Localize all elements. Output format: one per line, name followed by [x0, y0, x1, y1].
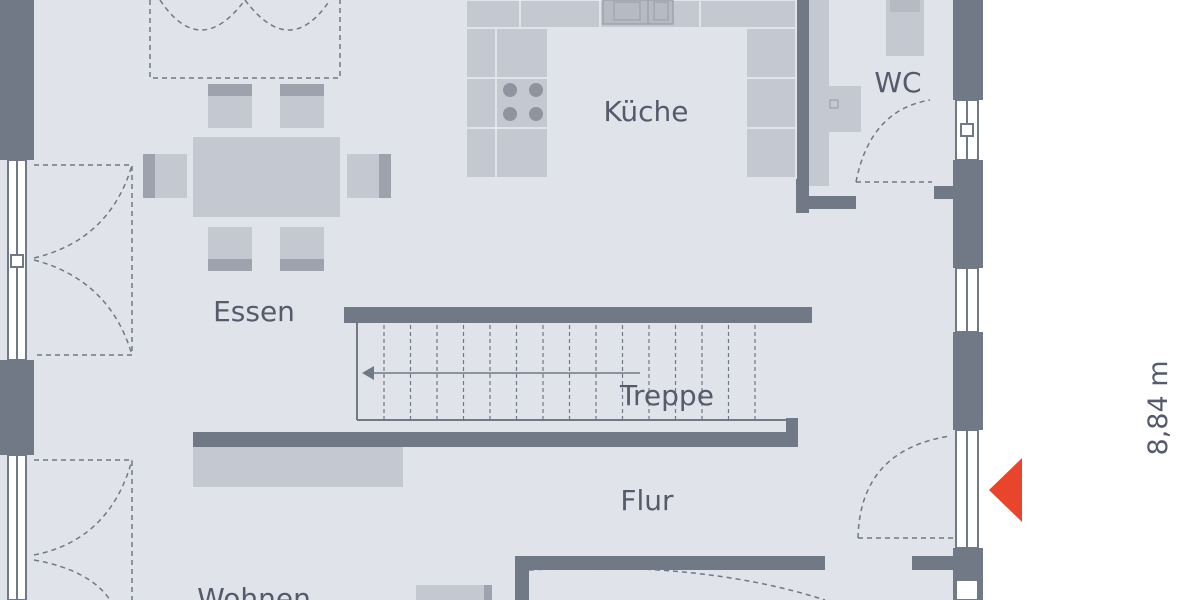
- stair-arrow-icon: [362, 366, 374, 380]
- wc-fixtures: [809, 0, 924, 186]
- room-label-wohnen: Wohnen: [197, 582, 311, 600]
- dimension-depth-label: 8,84 m: [1143, 360, 1174, 455]
- kitchen-sink: [602, 0, 674, 25]
- kitchen-hob-icon: [503, 83, 543, 121]
- entrance-arrow-icon: [989, 458, 1022, 522]
- dining-table: [143, 84, 391, 271]
- walls: [0, 0, 983, 600]
- windows: [7, 99, 979, 600]
- bench: [193, 447, 403, 487]
- staircase: [356, 323, 786, 421]
- room-label-wc: WC: [874, 66, 921, 99]
- door-swings: [33, 0, 953, 600]
- sideboard: [416, 585, 492, 600]
- room-label-flur: Flur: [620, 484, 674, 517]
- kitchen-grid: [466, 0, 796, 178]
- room-label-essen: Essen: [213, 295, 295, 328]
- room-label-treppe: Treppe: [619, 379, 714, 412]
- room-label-kueche: Küche: [603, 95, 688, 128]
